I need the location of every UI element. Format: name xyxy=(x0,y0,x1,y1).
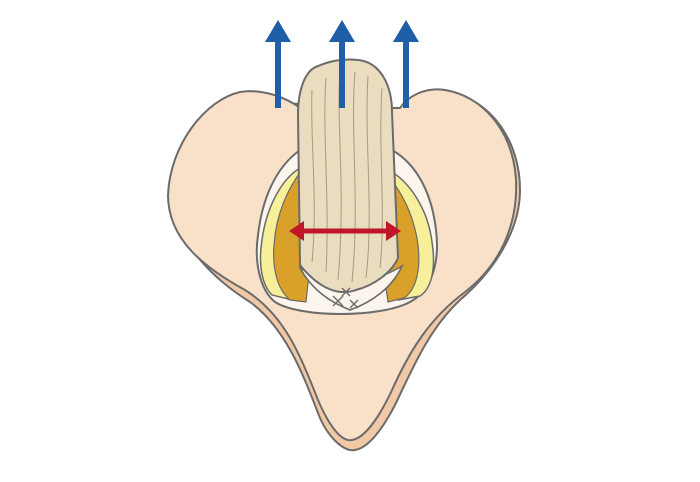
tissue-grain-line xyxy=(351,71,356,283)
tissue-grain-line xyxy=(379,87,383,269)
width-arrow-head-left xyxy=(289,221,304,241)
arrow-up-icon-group xyxy=(265,20,419,108)
suture-stitch xyxy=(349,299,359,309)
arrow-up-head xyxy=(393,20,419,42)
elevated-tissue xyxy=(296,58,400,294)
arrow-up-head xyxy=(329,20,355,42)
tissue-grain-line xyxy=(311,89,315,263)
arrow-up-head xyxy=(265,20,291,42)
width-arrow-head-right xyxy=(386,221,401,241)
suture-x-icon xyxy=(332,287,359,309)
arrow-up-icon xyxy=(329,20,355,108)
double-headed-arrow-icon xyxy=(289,221,401,241)
tissue-grain-lines xyxy=(311,71,383,283)
arrow-up-icon xyxy=(265,20,291,108)
tissue-grain-line xyxy=(365,75,370,279)
suture-stitch xyxy=(341,287,351,297)
arrow-up-icon xyxy=(393,20,419,108)
suture-stitch xyxy=(332,295,344,307)
tissue-grain-line xyxy=(324,77,328,273)
